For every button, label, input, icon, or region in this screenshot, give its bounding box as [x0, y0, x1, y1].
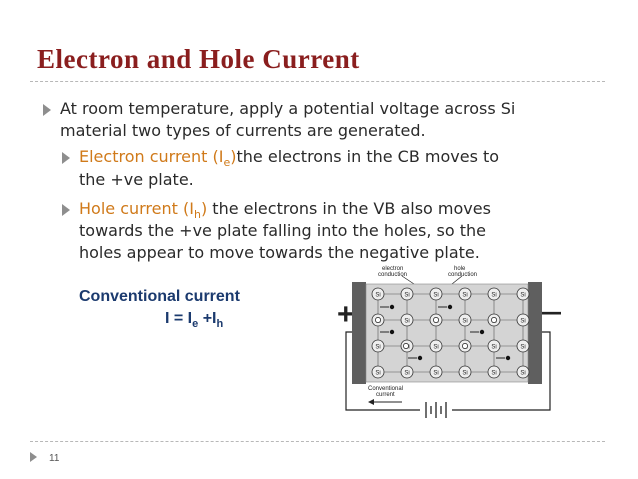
si-atom-label: Si — [404, 293, 409, 299]
si-atom-label: Si — [520, 319, 525, 325]
electron-dot — [447, 304, 453, 310]
electron-dot — [389, 304, 395, 310]
conventional-current-heading: Conventional current — [79, 288, 240, 305]
si-atom-label: Si — [375, 293, 380, 299]
footer-divider — [30, 441, 605, 442]
hole-circle — [403, 343, 409, 349]
positive-plate — [352, 282, 366, 384]
sub-bullet-arrow-icon — [62, 204, 70, 216]
si-atom-label: Si — [462, 319, 467, 325]
bullet1-line1: At room temperature, apply a potential v… — [60, 99, 516, 118]
page-number: 11 — [49, 453, 60, 464]
si-atom-label: Si — [404, 371, 409, 377]
conventional-arrow-head-icon — [368, 399, 374, 405]
hole-current-line3: holes appear to move towards the negativ… — [79, 243, 480, 262]
left-wire — [345, 331, 420, 411]
electron-current-label: Electron current (Ie) — [79, 147, 237, 170]
positive-sign: + — [337, 298, 355, 331]
conduction-label-2: conduction — [448, 272, 477, 278]
hole-current-label: Hole current (Ih) — [79, 199, 208, 222]
current-label: current — [376, 392, 395, 398]
si-atom-label: Si — [375, 371, 380, 377]
hole-current-line1: Hole current (Ih) the electrons in the V… — [79, 198, 491, 226]
hole-label: hole — [454, 266, 466, 272]
semiconductor-current-diagram: electron conduction hole conduction + — … — [337, 266, 561, 418]
hole-circle — [491, 317, 497, 323]
si-atom-label: Si — [491, 371, 496, 377]
si-atom-label: Si — [520, 345, 525, 351]
negative-plate — [528, 282, 542, 384]
si-atom-label: Si — [375, 345, 380, 351]
footer-arrow-icon — [30, 452, 37, 462]
electron-dot — [417, 355, 423, 361]
electron-current-line1: Electron current (Ie)the electrons in th… — [79, 146, 499, 174]
right-wire — [452, 331, 551, 411]
si-atom-label: Si — [491, 293, 496, 299]
electron-dot — [505, 355, 511, 361]
crystal-lattice: SiSiSiSiSiSiSiSiSiSiSiSiSiSiSiSiSiSiSiSi… — [371, 287, 530, 379]
sub-bullet-arrow-icon — [62, 152, 70, 164]
si-atom-label: Si — [433, 345, 438, 351]
slide-title: Electron and Hole Current — [37, 44, 360, 74]
hole-circle — [375, 317, 381, 323]
si-atom-label: Si — [433, 371, 438, 377]
electron-current-line2: the +ve plate. — [79, 170, 194, 189]
bullet-arrow-icon — [43, 104, 51, 116]
si-atom-label: Si — [404, 319, 409, 325]
si-atom — [516, 365, 530, 379]
title-divider — [30, 81, 605, 82]
si-atom-label: Si — [520, 293, 525, 299]
conduction-label-1: conduction — [378, 272, 407, 278]
hole-circle — [462, 343, 468, 349]
electron-dot — [479, 329, 485, 335]
si-atom-label: Si — [491, 345, 496, 351]
hole-current-text: the electrons in the VB also moves — [207, 199, 491, 218]
electron-dot — [389, 329, 395, 335]
si-atom-label: Si — [462, 293, 467, 299]
electron-label: electron — [382, 266, 403, 272]
hole-current-line2: towards the +ve plate falling into the h… — [79, 221, 487, 240]
hole-circle — [433, 317, 439, 323]
electron-current-text: the electrons in the CB moves to — [236, 147, 500, 166]
si-atom-label: Si — [462, 371, 467, 377]
electron-pointer — [401, 275, 415, 285]
si-atom-label: Si — [520, 371, 525, 377]
conventional-current-equation: I = Ie +Ih — [165, 310, 224, 331]
hole-pointer — [451, 275, 463, 285]
si-atom-label: Si — [433, 293, 438, 299]
battery-icon — [425, 402, 447, 418]
conventional-label: Conventional — [368, 386, 403, 392]
bullet1-line2: material two types of currents are gener… — [60, 121, 426, 140]
